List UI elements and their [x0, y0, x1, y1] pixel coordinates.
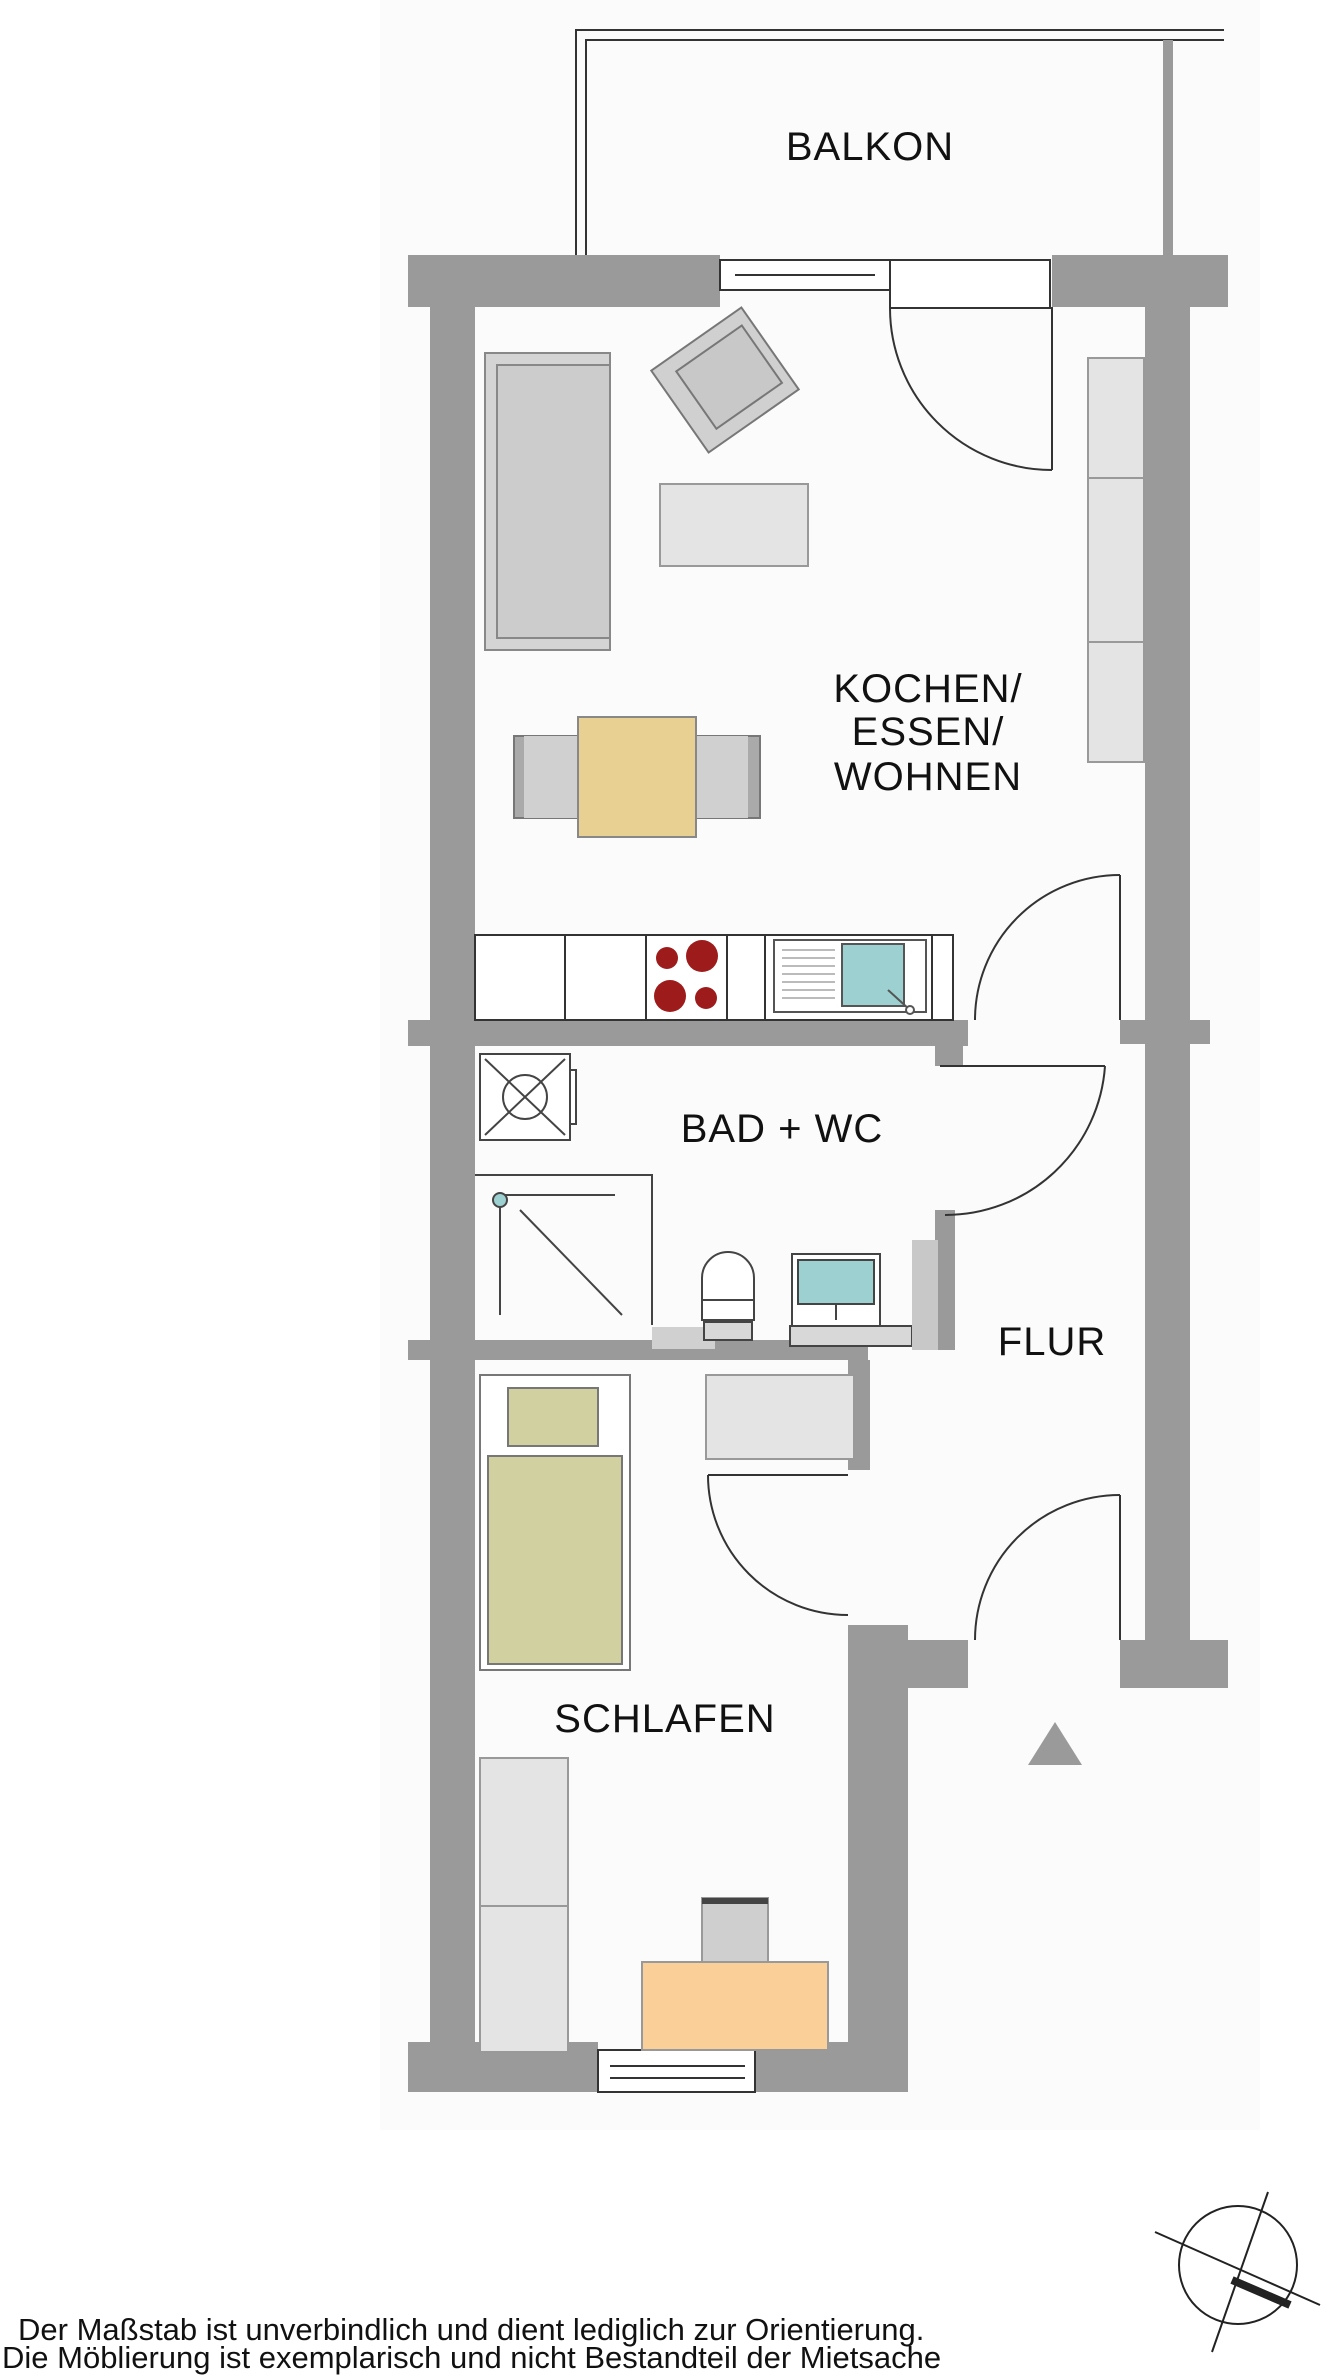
- dining-table: [577, 716, 697, 838]
- room-label-schlafen: SCHLAFEN: [554, 1697, 775, 1741]
- balcony: [575, 29, 1224, 255]
- window-bottom: [597, 2049, 756, 2093]
- room-label-bad: BAD + WC: [681, 1107, 883, 1151]
- toilet: [701, 1251, 755, 1341]
- room-label-balkon: BALKON: [786, 125, 954, 169]
- desk-set: [641, 1897, 829, 2051]
- disclaimer-furniture: Die Möblierung ist exemplarisch und nich…: [2, 2340, 942, 2375]
- walls: [408, 255, 1228, 2092]
- desk: [641, 1961, 829, 2051]
- room-label-flur: FLUR: [998, 1320, 1106, 1364]
- armchair: [649, 306, 801, 454]
- desk-chair: [701, 1897, 769, 1963]
- room-label-kochen-2: ESSEN/: [852, 710, 1005, 754]
- disclaimer-scale: Der Maßstab ist unverbindlich und dient …: [18, 2312, 925, 2347]
- shower-tray: [652, 1327, 715, 1349]
- door-bath: [940, 1065, 1106, 1217]
- coffee-table: [659, 483, 809, 567]
- door-kitchen: [974, 874, 1121, 1021]
- door-balcony: [888, 306, 1053, 471]
- bathroom-sink: [789, 1253, 913, 1347]
- stove-icon: [654, 940, 718, 1012]
- kitchen-sink: [773, 939, 927, 1015]
- washing-machine: [479, 1053, 577, 1141]
- window-top: [719, 259, 1051, 309]
- wardrobe: [479, 1757, 569, 2053]
- bath-cabinet: [912, 1240, 938, 1350]
- compass-icon: [1154, 2191, 1321, 2353]
- hall-cabinet: [705, 1374, 855, 1460]
- room-label-kochen-3: WOHNEN: [834, 755, 1022, 799]
- sideboard: [1087, 357, 1145, 763]
- shower: [475, 1174, 653, 1325]
- door-bedroom: [707, 1474, 849, 1616]
- sofa: [484, 352, 611, 651]
- entrance-arrow-icon: [1028, 1722, 1082, 1765]
- room-label-kochen-1: KOCHEN/: [833, 667, 1022, 711]
- door-entrance: [974, 1494, 1121, 1641]
- dining-set: [513, 716, 761, 838]
- bed: [479, 1374, 631, 1671]
